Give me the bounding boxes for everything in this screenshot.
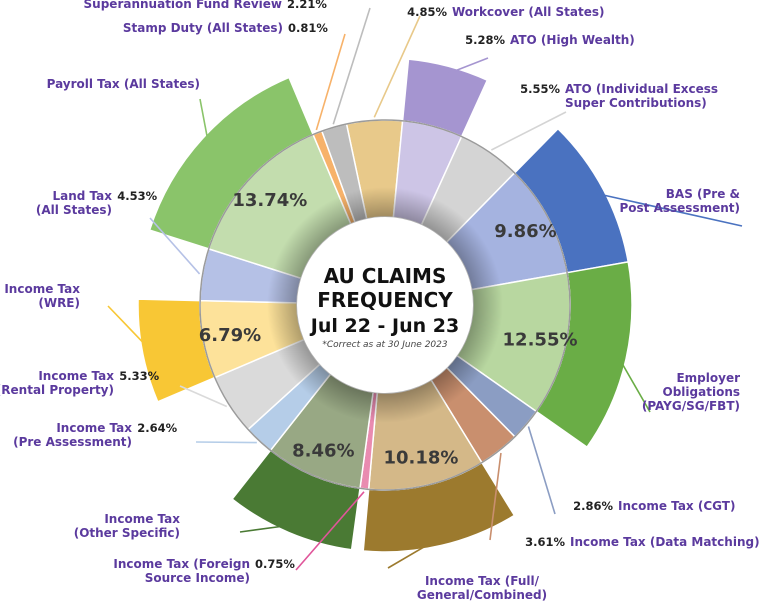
category-label-10-line-1: (Pre Assessment) — [13, 435, 132, 449]
category-value-0: 4.85% — [407, 5, 447, 19]
category-value-15: 0.81% — [288, 21, 328, 35]
leader-line-16 — [332, 7, 371, 125]
inner-value-4: 12.55% — [503, 329, 578, 350]
inner-value-9: 8.46% — [292, 440, 354, 461]
leader-line-0 — [373, 15, 421, 118]
leader-line-14 — [199, 98, 210, 145]
category-label-5: Income Tax (CGT) — [618, 499, 735, 513]
category-label-12: Income Tax(WRE) — [4, 282, 80, 310]
category-value-8: 0.75% — [255, 557, 295, 571]
category-value-11: 5.33% — [119, 369, 159, 383]
category-label-11-line-1: (Rental Property) — [0, 383, 114, 397]
category-label-5-line-0: Income Tax (CGT) — [618, 499, 735, 513]
category-label-12-line-0: Income Tax — [4, 282, 80, 296]
leader-line-1 — [446, 57, 489, 75]
inner-value-3: 9.86% — [494, 221, 556, 242]
category-value-6: 3.61% — [525, 535, 565, 549]
category-label-10: Income Tax(Pre Assessment) — [13, 421, 132, 449]
leader-line-15 — [315, 33, 346, 131]
leader-line-5 — [527, 426, 556, 515]
category-label-6-line-0: Income Tax (Data Matching) — [570, 535, 760, 549]
inner-value-7: 10.18% — [383, 448, 458, 469]
leader-line-4 — [617, 356, 651, 413]
inner-value-labels: 9.86% 12.55% 10.18% 8.46% 6.79% 13.74% — [199, 190, 578, 469]
leader-line-7 — [387, 536, 441, 569]
category-label-15-line-0: Stamp Duty (All States) — [123, 21, 283, 35]
chart-title-line-1: AU CLAIMS — [324, 264, 447, 288]
category-label-15: Stamp Duty (All States) — [123, 21, 283, 35]
ring-border — [199, 119, 571, 491]
category-label-13-line-1: (All States) — [36, 203, 112, 217]
category-label-3: BAS (Pre &Post Assessment) — [620, 187, 741, 215]
category-label-7: Income Tax (Full/General/Combined) — [417, 574, 547, 602]
category-label-11: Income Tax(Rental Property) — [0, 369, 114, 397]
category-label-4-line-2: (PAYG/SG/FBT) — [642, 399, 740, 413]
category-label-3-line-1: Post Assessment) — [620, 201, 741, 215]
category-label-11-line-0: Income Tax — [38, 369, 114, 383]
category-label-16: Superannuation Fund Review — [84, 0, 282, 11]
category-label-8-line-1: Source Income) — [145, 571, 250, 585]
category-label-13-line-0: Land Tax — [52, 189, 112, 203]
category-label-1-line-0: ATO (High Wealth) — [510, 33, 635, 47]
category-label-3-line-0: BAS (Pre & — [666, 187, 740, 201]
category-label-0: Workcover (All States) — [452, 5, 605, 19]
category-label-9: Income Tax(Other Specific) — [74, 512, 181, 540]
leader-line-9 — [239, 524, 292, 533]
category-label-10-line-0: Income Tax — [56, 421, 132, 435]
category-label-0-line-0: Workcover (All States) — [452, 5, 605, 19]
leader-line-13 — [149, 217, 201, 275]
leader-line-3 — [596, 192, 743, 227]
category-value-2: 5.55% — [520, 82, 560, 96]
leader-line-12 — [107, 305, 151, 351]
category-label-4-line-0: Employer — [676, 371, 740, 385]
category-label-14-line-0: Payroll Tax (All States) — [47, 77, 200, 91]
category-label-8-line-0: Income Tax (Foreign — [113, 557, 250, 571]
category-label-7-line-1: General/Combined) — [417, 588, 547, 602]
category-label-9-line-0: Income Tax — [104, 512, 180, 526]
category-value-1: 5.28% — [465, 33, 505, 47]
center-layer: AU CLAIMS FREQUENCY Jul 22 - Jun 23 *Cor… — [199, 119, 571, 491]
category-label-14: Payroll Tax (All States) — [47, 77, 200, 91]
category-value-13: 4.53% — [117, 189, 157, 203]
category-value-5: 2.86% — [573, 499, 613, 513]
category-label-12-line-1: (WRE) — [38, 296, 80, 310]
category-label-13: Land Tax(All States) — [36, 189, 112, 217]
category-label-2-line-0: ATO (Individual Excess — [565, 82, 718, 96]
leader-line-11 — [179, 385, 228, 408]
category-value-10: 2.64% — [137, 421, 177, 435]
leader-line-6 — [489, 452, 502, 541]
category-label-4-line-1: Obligations — [663, 385, 740, 399]
leader-line-10 — [195, 441, 257, 444]
category-label-2-line-1: Super Contributions) — [565, 96, 707, 110]
chart-title-line-2: FREQUENCY — [317, 288, 453, 312]
main-ring-layer — [199, 119, 571, 491]
category-label-16-line-0: Superannuation Fund Review — [84, 0, 282, 11]
inner-value-12: 6.79% — [199, 325, 261, 346]
inner-value-14: 13.74% — [232, 190, 307, 211]
leader-line-2 — [491, 111, 567, 151]
category-label-9-line-1: (Other Specific) — [74, 526, 180, 540]
center-hole — [297, 217, 473, 393]
chart-note: *Correct as at 30 June 2023 — [322, 340, 447, 350]
leader-line-8 — [295, 491, 365, 571]
category-label-7-line-0: Income Tax (Full/ — [425, 574, 540, 588]
category-value-16: 2.21% — [287, 0, 327, 11]
category-label-1: ATO (High Wealth) — [510, 33, 635, 47]
category-label-6: Income Tax (Data Matching) — [570, 535, 760, 549]
chart-title-line-3: Jul 22 - Jun 23 — [309, 315, 459, 337]
